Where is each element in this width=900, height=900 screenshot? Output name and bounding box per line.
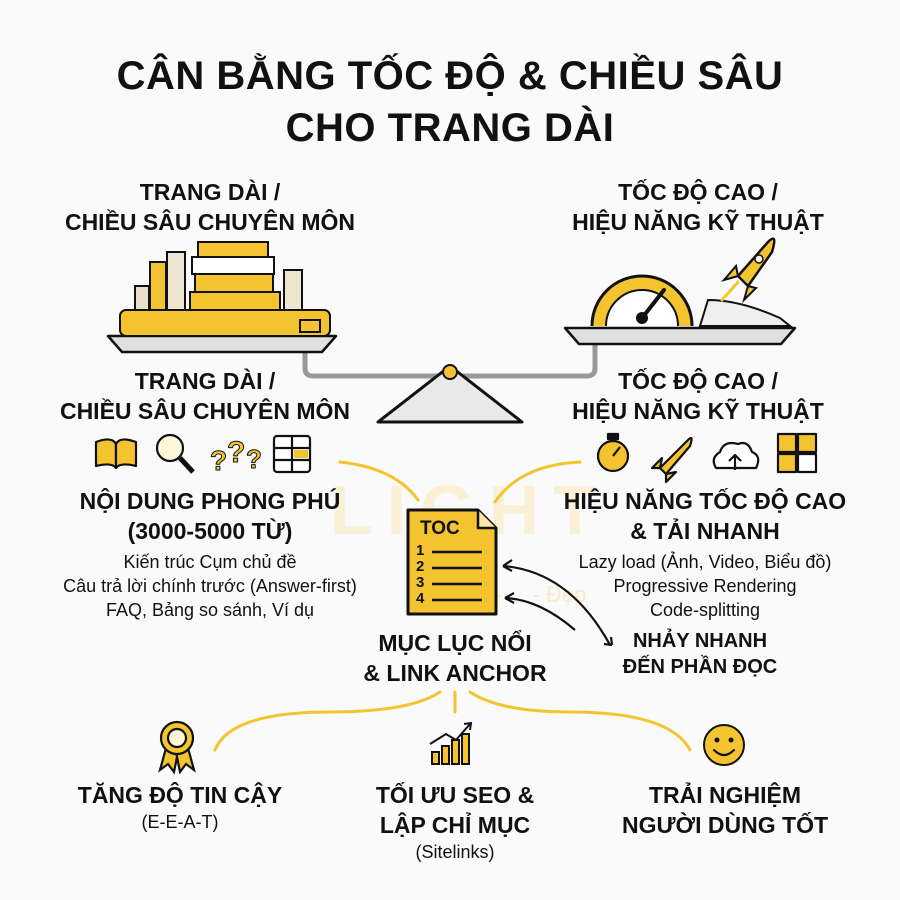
- content-block: NỘI DUNG PHONG PHÚ (3000-5000 TỪ) Kiến t…: [30, 486, 390, 622]
- performance-block: HIỆU NĂNG TỐC ĐỘ CAO & TẢI NHANH Lazy lo…: [535, 486, 875, 622]
- outcome-seo: TỐI ƯU SEO & LẬP CHỈ MỤC (Sitelinks): [340, 780, 570, 864]
- svg-text:?: ?: [227, 436, 245, 469]
- mid-right-line-2: HIỆU NĂNG KỸ THUẬT: [572, 398, 824, 424]
- mid-left-line-1: TRANG DÀI /: [134, 368, 276, 394]
- magnifier-icon: [155, 433, 195, 474]
- connector-toc-trust: [213, 690, 442, 752]
- open-book-icon: [94, 438, 138, 470]
- smiley-face-icon: [703, 724, 745, 766]
- toc-number-1: 1: [416, 542, 425, 559]
- connector-toc-ux: [468, 690, 692, 752]
- mid-right-heading: TỐC ĐỘ CAO / HIỆU NĂNG KỸ THUẬT: [548, 366, 848, 426]
- top-right-heading: TỐC ĐỘ CAO / HIỆU NĂNG KỸ THUẬT: [548, 177, 848, 237]
- rocket-icon: [698, 237, 793, 327]
- outcome-ux: TRẢI NGHIỆM NGƯỜI DÙNG TỐT: [600, 780, 850, 840]
- toc-numbers: 1 2 3 4: [416, 543, 430, 607]
- outcome-trust: TĂNG ĐỘ TIN CẬY (E-E-A-T): [60, 780, 300, 834]
- toc-caption-line-1: MỤC LỤC NỔI: [378, 630, 532, 656]
- jump-label: NHẢY NHANH ĐẾN PHẦN ĐỌC: [615, 628, 785, 680]
- performance-item: Progressive Rendering: [613, 576, 797, 596]
- performance-heading-1: HIỆU NĂNG TỐC ĐỘ CAO: [563, 488, 847, 514]
- title-line-2: CHO TRANG DÀI: [285, 106, 615, 150]
- comparison-table-icon: [272, 434, 312, 474]
- question-marks-icon: ? ? ?: [210, 436, 263, 477]
- svg-text:?: ?: [246, 444, 262, 474]
- performance-heading-2: & TẢI NHANH: [630, 518, 780, 544]
- jump-label-line-2: ĐẾN PHẦN ĐỌC: [622, 656, 778, 678]
- jump-arrows: [502, 559, 614, 647]
- connector-lines: [213, 460, 692, 752]
- toc-caption-line-2: & LINK ANCHOR: [363, 660, 547, 686]
- content-item: Kiến trúc Cụm chủ đề: [123, 552, 297, 572]
- outcome-seo-line-2: LẬP CHỈ MỤC: [379, 812, 531, 838]
- toc-number-3: 3: [416, 574, 425, 591]
- title-line-1: CÂN BẰNG TỐC ĐỘ & CHIỀU SÂU: [116, 54, 784, 98]
- outcome-ux-line-1: TRẢI NGHIỆM: [648, 782, 802, 808]
- speedometer-icon: [590, 274, 694, 327]
- outcome-ux-line-2: NGƯỜI DÙNG TỐT: [621, 812, 829, 838]
- outcome-trust-line-1: TĂNG ĐỘ TIN CẬY: [77, 782, 283, 808]
- mid-right-line-1: TỐC ĐỘ CAO /: [618, 368, 778, 394]
- toc-number-4: 4: [416, 590, 425, 607]
- connector-performance-toc: [493, 460, 582, 504]
- top-right-line-1: TỐC ĐỘ CAO /: [618, 179, 778, 205]
- outcome-trust-line-2: (E-E-A-T): [141, 812, 219, 832]
- award-badge-icon: [158, 720, 196, 775]
- cloud-upload-icon: [712, 441, 760, 470]
- right-scale-plate: [563, 326, 797, 346]
- books-stack-icon: [119, 241, 331, 337]
- content-heading-2: (3000-5000 TỪ): [127, 518, 293, 544]
- mid-left-line-2: CHIỀU SÂU CHUYÊN MÔN: [59, 398, 351, 424]
- jump-label-line-1: NHẢY NHANH: [632, 630, 768, 652]
- toc-document-icon: [406, 508, 498, 616]
- balance-scale: [106, 326, 797, 424]
- outcome-seo-line-3: (Sitelinks): [415, 842, 495, 862]
- performance-item: Code-splitting: [649, 600, 761, 620]
- content-item: Câu trả lời chính trước (Answer-first): [63, 576, 357, 596]
- toc-label: TOC: [420, 518, 460, 539]
- small-rocket-icon: [650, 436, 693, 484]
- top-left-line-1: TRANG DÀI /: [139, 179, 281, 205]
- toc-caption: MỤC LỤC NỔI & LINK ANCHOR: [330, 628, 580, 688]
- growth-chart-icon: [429, 721, 473, 765]
- puzzle-icon: [776, 432, 818, 474]
- mid-left-heading: TRANG DÀI / CHIỀU SÂU CHUYÊN MÔN: [55, 366, 355, 426]
- content-item: FAQ, Bảng so sánh, Ví dụ: [105, 600, 315, 620]
- performance-item: Lazy load (Ảnh, Video, Biểu đồ): [578, 552, 832, 572]
- page-title: CÂN BẰNG TỐC ĐỘ & CHIỀU SÂU CHO TRANG DÀ…: [0, 50, 900, 154]
- connector-content-toc: [338, 460, 420, 502]
- stopwatch-icon: [596, 432, 630, 473]
- top-left-line-2: CHIỀU SÂU CHUYÊN MÔN: [64, 209, 356, 235]
- toc-number-2: 2: [416, 558, 425, 575]
- left-scale-plate: [106, 334, 338, 354]
- outcome-seo-line-1: TỐI ƯU SEO &: [375, 782, 535, 808]
- svg-text:?: ?: [210, 445, 227, 476]
- top-left-heading: TRANG DÀI / CHIỀU SÂU CHUYÊN MÔN: [60, 177, 360, 237]
- top-right-line-2: HIỆU NĂNG KỸ THUẬT: [572, 209, 824, 235]
- content-heading-1: NỘI DUNG PHONG PHÚ: [79, 488, 341, 514]
